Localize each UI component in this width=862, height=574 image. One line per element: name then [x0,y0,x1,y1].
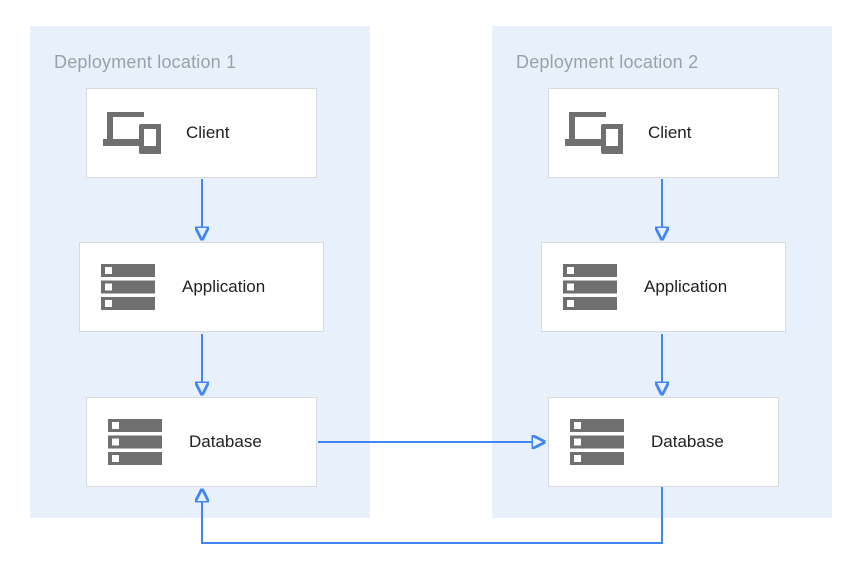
node-database-2: Database [548,397,779,487]
node-client-1: Client [86,88,317,178]
server-stack-icon [99,264,157,310]
node-application-2: Application [541,242,786,332]
node-application-1: Application [79,242,324,332]
node-label: Client [186,123,230,142]
node-label: Client [648,123,692,142]
node-database-1: Database [86,397,317,487]
node-label: Database [189,432,262,451]
node-label: Database [651,432,724,451]
deployment-location-1-panel: Deployment location 1 Client [30,26,370,518]
node-label: Application [182,277,266,296]
node-label: Application [644,277,728,296]
deployment-location-2-panel: Deployment location 2 Client [492,26,832,518]
devices-icon [103,112,161,154]
node-client-2: Client [548,88,779,178]
devices-icon [565,112,623,154]
server-stack-icon [568,419,626,465]
server-stack-icon [106,419,164,465]
panel-1-title: Deployment location 1 [54,52,237,72]
server-stack-icon [561,264,619,310]
panel-2-title: Deployment location 2 [516,52,699,72]
